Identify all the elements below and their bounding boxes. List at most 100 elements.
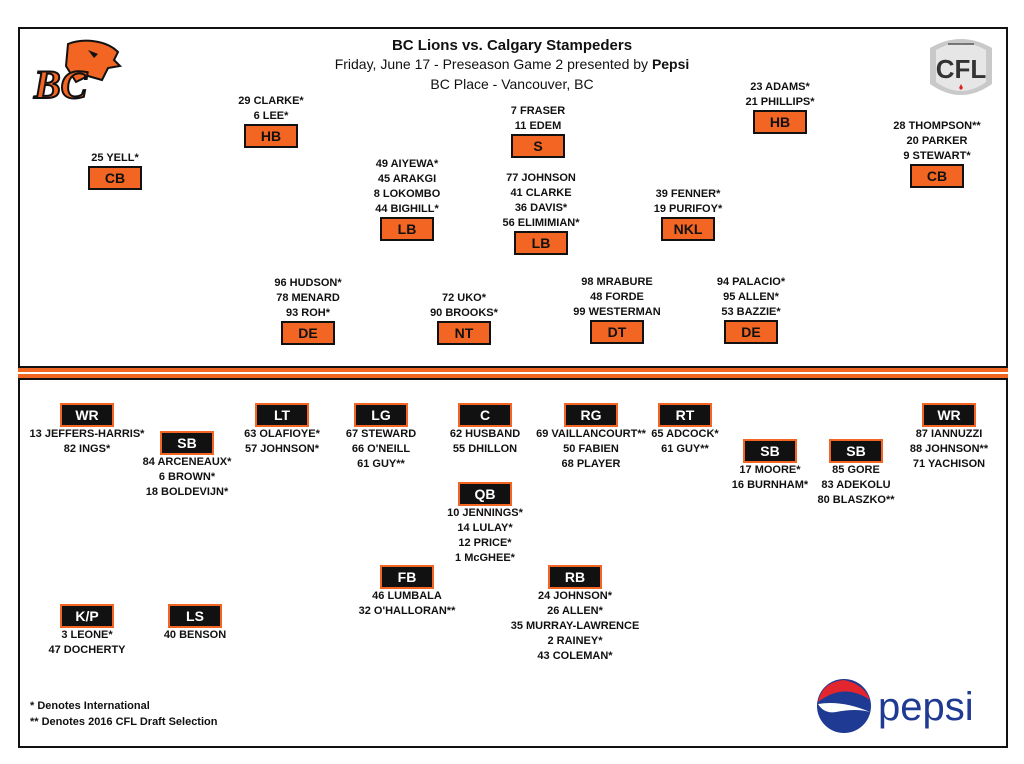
position-box: SB <box>829 439 883 463</box>
player-name: 78 MENARD <box>276 292 340 304</box>
position-box: SB <box>160 431 214 455</box>
bc-lions-logo: BC <box>32 39 123 108</box>
offense-kicker-punter: K/P 3 LEONE* 47 DOCHERTY <box>37 604 137 658</box>
position-box: RB <box>548 565 602 589</box>
player-name: 53 BAZZIE* <box>721 306 781 318</box>
player-name: 40 BENSON <box>163 629 227 641</box>
player-name: 13 JEFFERS-HARRIS* <box>29 428 145 440</box>
position-box: HB <box>244 124 298 148</box>
defense-de-left: 96 HUDSON* 78 MENARD 93 ROH* DE <box>258 276 358 345</box>
offense-sb-right: SB 85 GORE 83 ADEKOLU 80 BLASZKO** <box>806 439 906 508</box>
position-box: LS <box>168 604 222 628</box>
player-name: 93 ROH* <box>285 307 331 319</box>
defense-panel <box>18 27 1008 368</box>
player-name: 63 OLAFIOYE* <box>244 428 320 440</box>
player-name: 61 GUY** <box>357 458 405 470</box>
position-box: FB <box>380 565 434 589</box>
offense-sb-middle: SB 17 MOORE* 16 BURNHAM* <box>720 439 820 493</box>
offense-center: C 62 HUSBAND 55 DHILLON <box>435 403 535 457</box>
divider-stripe-bottom <box>18 374 1008 378</box>
player-name: 23 ADAMS* <box>750 81 810 93</box>
player-name: 41 CLARKE <box>510 187 572 199</box>
player-name: 35 MURRAY-LAWRENCE <box>510 620 640 632</box>
cfl-logo: CFL <box>930 39 992 95</box>
player-name: 3 LEONE* <box>61 629 113 641</box>
player-name: 2 RAINEY* <box>547 635 603 647</box>
position-box: DE <box>281 321 335 345</box>
player-name: 80 BLASZKO** <box>817 494 895 506</box>
position-box: QB <box>458 482 512 506</box>
defense-de-right: 94 PALACIO* 95 ALLEN* 53 BAZZIE* DE <box>701 275 801 344</box>
game-venue: BC Place - Vancouver, BC <box>430 76 594 92</box>
legend-draft: ** Denotes 2016 CFL Draft Selection <box>30 716 218 728</box>
position-box: LT <box>255 403 309 427</box>
player-name: 71 YACHISON <box>912 458 986 470</box>
player-name: 28 THOMPSON** <box>893 120 981 132</box>
game-title: BC Lions vs. Calgary Stampeders <box>391 37 633 54</box>
player-name: 82 INGS* <box>63 443 111 455</box>
player-name: 85 GORE <box>832 464 880 476</box>
player-name: 29 CLARKE* <box>238 95 304 107</box>
defense-safety: 7 FRASER 11 EDEM S <box>488 104 588 158</box>
player-name: 61 GUY** <box>661 443 709 455</box>
player-name: 98 MRABURE <box>581 276 653 288</box>
offense-long-snapper: LS 40 BENSON <box>145 604 245 643</box>
player-name: 65 ADCOCK* <box>651 428 719 440</box>
defense-dt: 98 MRABURE 48 FORDE 99 WESTERMAN DT <box>562 275 672 344</box>
position-box: HB <box>753 110 807 134</box>
player-name: 18 BOLDEVIJN* <box>145 486 229 498</box>
defense-hb-right: 23 ADAMS* 21 PHILLIPS* HB <box>730 80 830 134</box>
player-name: 69 VAILLANCOURT** <box>536 428 646 440</box>
legend-international: * Denotes International <box>30 700 150 712</box>
player-name: 36 DAVIS* <box>514 202 568 214</box>
player-name: 68 PLAYER <box>561 458 621 470</box>
position-box: RG <box>564 403 618 427</box>
position-box: C <box>458 403 512 427</box>
player-name: 57 JOHNSON* <box>245 443 319 455</box>
player-name: 62 HUSBAND <box>449 428 521 440</box>
player-name: 47 DOCHERTY <box>48 644 126 656</box>
player-name: 46 LUMBALA <box>372 590 442 602</box>
offense-left-tackle: LT 63 OLAFIOYE* 57 JOHNSON* <box>232 403 332 457</box>
offense-sb-left: SB 84 ARCENEAUX* 6 BROWN* 18 BOLDEVIJN* <box>137 431 237 500</box>
position-box: DT <box>590 320 644 344</box>
offense-wr-right: WR 87 IANNUZZI 88 JOHNSON** 71 YACHISON <box>896 403 1002 472</box>
player-name: 32 O'HALLORAN** <box>358 605 456 617</box>
defense-lb-left: 49 AIYEWA* 45 ARAKGI 8 LOKOMBO 44 BIGHIL… <box>352 157 462 241</box>
player-name: 12 PRICE* <box>458 537 512 549</box>
svg-text:pepsi: pepsi <box>878 685 974 729</box>
player-name: 11 EDEM <box>514 120 562 132</box>
svg-text:BC: BC <box>33 62 89 107</box>
position-box: CB <box>910 164 964 188</box>
defense-hb-left: 29 CLARKE* 6 LEE* HB <box>221 94 321 148</box>
player-name: 24 JOHNSON* <box>538 590 612 602</box>
offense-right-guard: RG 69 VAILLANCOURT** 50 FABIEN 68 PLAYER <box>531 403 651 472</box>
player-name: 99 WESTERMAN <box>573 306 661 318</box>
player-name: 8 LOKOMBO <box>373 188 441 200</box>
sponsor-name: Pepsi <box>651 56 690 72</box>
position-box: NKL <box>661 217 715 241</box>
player-name: 94 PALACIO* <box>716 276 786 288</box>
position-box: WR <box>60 403 114 427</box>
player-name: 16 BURNHAM* <box>731 479 809 491</box>
player-name: 88 JOHNSON** <box>909 443 989 455</box>
position-box: CB <box>88 166 142 190</box>
position-box: LB <box>514 231 568 255</box>
player-name: 56 ELIMIMIAN* <box>502 217 580 229</box>
position-box: WR <box>922 403 976 427</box>
position-box: DE <box>724 320 778 344</box>
player-name: 7 FRASER <box>510 105 566 117</box>
player-name: 96 HUDSON* <box>274 277 342 289</box>
player-name: 25 YELL* <box>91 152 139 164</box>
player-name: 50 FABIEN <box>563 443 619 455</box>
player-name: 20 PARKER <box>906 135 968 147</box>
player-name: 44 BIGHILL* <box>375 203 439 215</box>
offense-fullback: FB 46 LUMBALA 32 O'HALLORAN** <box>352 565 462 619</box>
player-name: 83 ADEKOLU <box>821 479 891 491</box>
player-name: 17 MOORE* <box>739 464 801 476</box>
offense-quarterback: QB 10 JENNINGS* 14 LULAY* 12 PRICE* 1 Mc… <box>435 482 535 566</box>
position-box: K/P <box>60 604 114 628</box>
position-box: RT <box>658 403 712 427</box>
player-name: 72 UKO* <box>441 292 487 304</box>
player-name: 87 IANNUZZI <box>915 428 983 440</box>
